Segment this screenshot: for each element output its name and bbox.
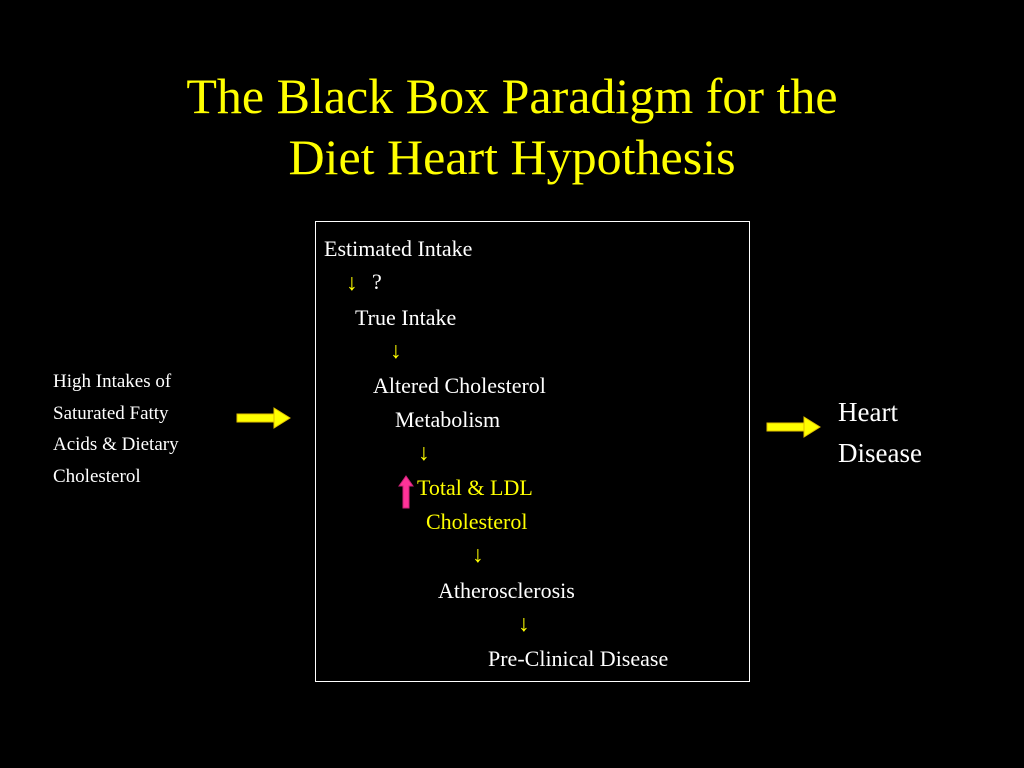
- input-arrow-icon: [236, 407, 291, 429]
- output-line-2: Disease: [838, 438, 922, 468]
- down-arrow-icon: ↓: [518, 611, 530, 636]
- input-label: High Intakes of Saturated Fatty Acids & …: [53, 366, 179, 492]
- down-arrow-icon: ↓: [390, 338, 402, 363]
- input-line-3: Acids & Dietary: [53, 434, 179, 455]
- output-line-1: Heart: [838, 397, 898, 427]
- step-total-ldl: Total & LDL: [417, 475, 533, 500]
- title-line-2: Diet Heart Hypothesis: [288, 129, 736, 185]
- step-altered-cholesterol: Altered Cholesterol: [373, 373, 546, 398]
- page-title: The Black Box Paradigm for the Diet Hear…: [0, 66, 1024, 188]
- input-line-4: Cholesterol: [53, 465, 141, 487]
- step-metabolism: Metabolism: [395, 407, 501, 432]
- down-arrow-icon: ↓: [418, 440, 430, 465]
- down-arrow-icon: ↓: [472, 542, 484, 567]
- title-line-1: The Black Box Paradigm for the: [186, 68, 838, 124]
- up-arrow-icon: [398, 475, 414, 509]
- black-box: [315, 221, 750, 682]
- step-true-intake: True Intake: [355, 305, 457, 330]
- step-estimated-intake: Estimated Intake: [324, 236, 473, 261]
- question-mark: ?: [372, 269, 382, 294]
- down-arrow-icon: ↓: [346, 270, 358, 295]
- step-atherosclerosis: Atherosclerosis: [438, 578, 575, 603]
- output-label: Heart Disease: [838, 392, 922, 474]
- input-line-1: High Intakes of: [53, 371, 172, 392]
- input-line-2: Saturated Fatty: [53, 402, 169, 424]
- step-cholesterol: Cholesterol: [426, 509, 528, 534]
- step-pre-clinical-disease: Pre-Clinical Disease: [488, 646, 669, 671]
- output-arrow-icon: [766, 416, 821, 438]
